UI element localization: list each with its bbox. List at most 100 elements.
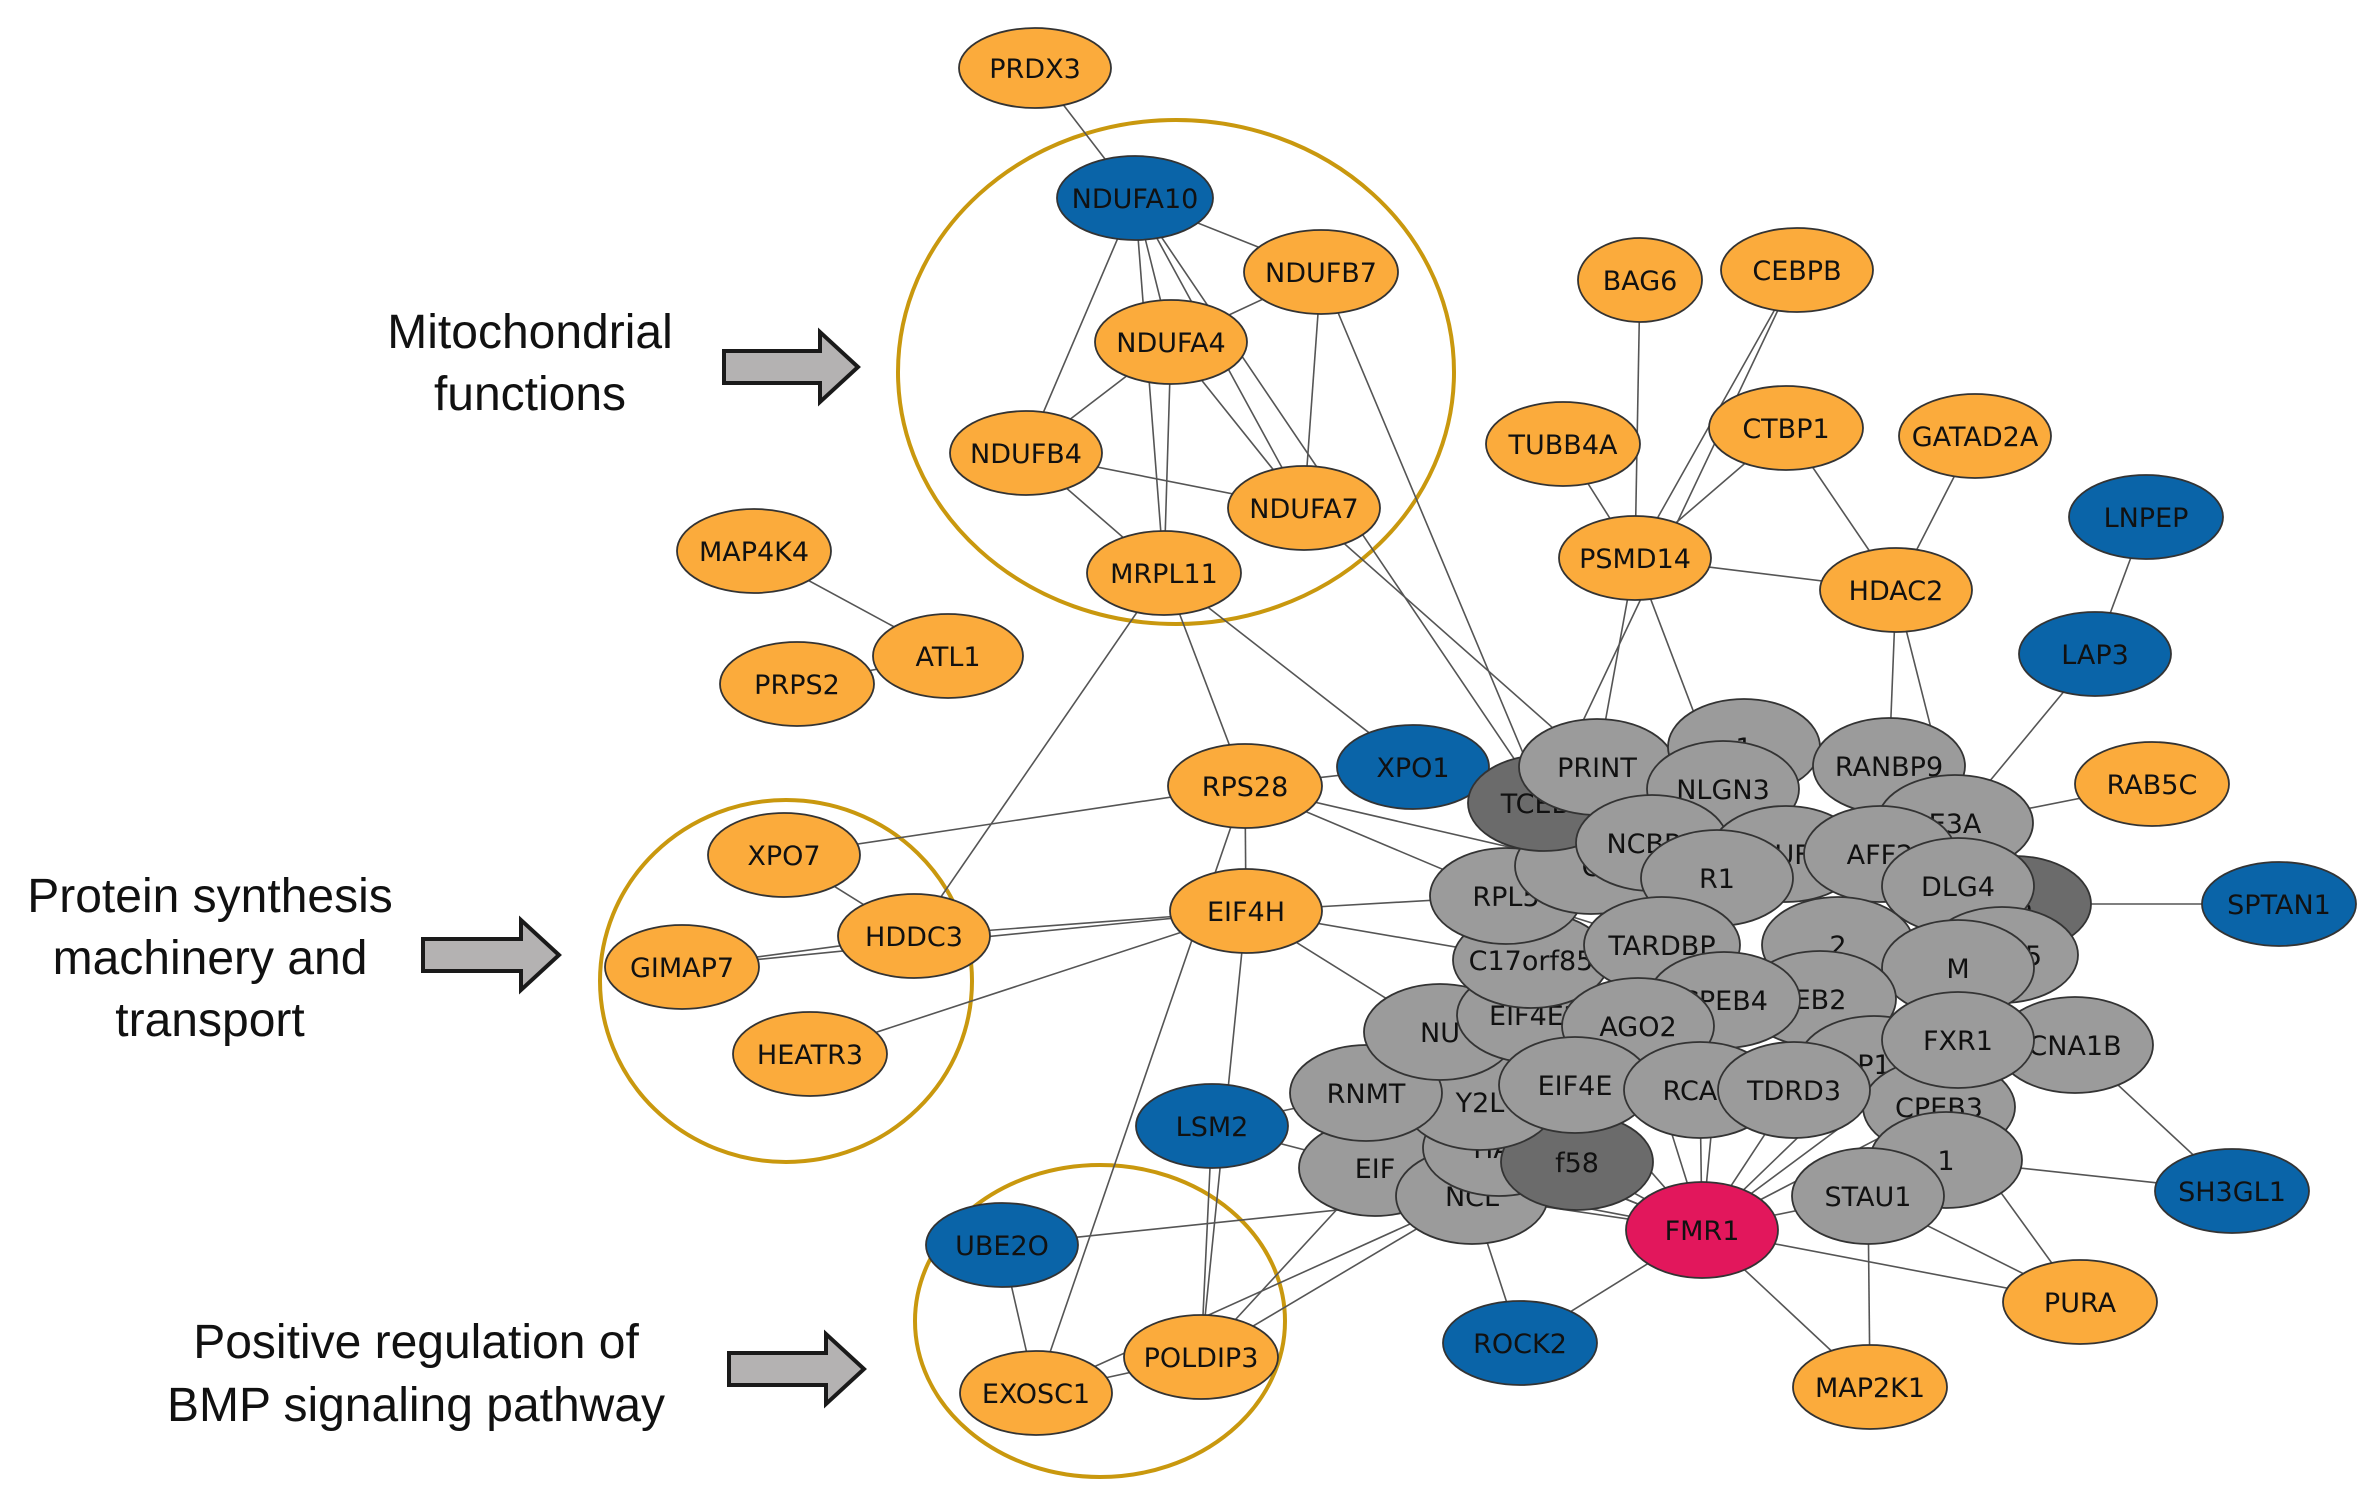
node-ndufb7[interactable]: NDUFB7: [1243, 229, 1399, 315]
node-eif4e[interactable]: EIF4E: [1498, 1036, 1652, 1134]
node-exosc1[interactable]: EXOSC1: [959, 1350, 1113, 1436]
bmp-arrow-icon: [727, 1329, 867, 1409]
node-ndufa7[interactable]: NDUFA7: [1227, 465, 1381, 551]
node-ellipse: [1717, 1041, 1871, 1139]
node-stau1[interactable]: STAU1: [1791, 1147, 1945, 1245]
prot-label-line-1: Protein synthesis: [27, 870, 393, 923]
node-prdx3[interactable]: PRDX3: [958, 27, 1112, 109]
node-ellipse: [958, 27, 1112, 109]
node-ellipse: [2018, 611, 2172, 697]
node-ctbp1[interactable]: CTBP1: [1708, 385, 1864, 471]
node-eif4h[interactable]: EIF4H: [1169, 868, 1323, 954]
node-mrpl11[interactable]: MRPL11: [1086, 530, 1242, 616]
node-pura[interactable]: PURA: [2002, 1259, 2158, 1345]
node-rps28[interactable]: RPS28: [1167, 743, 1323, 829]
node-ndufb4[interactable]: NDUFB4: [949, 410, 1103, 496]
node-ellipse: [2074, 741, 2230, 827]
node-ube2o[interactable]: UBE2O: [925, 1202, 1079, 1288]
node-ellipse: [1123, 1314, 1279, 1400]
node-ellipse: [1720, 227, 1874, 313]
node-ellipse: [1791, 1147, 1945, 1245]
node-ellipse: [1094, 299, 1248, 385]
node-ellipse: [2002, 1259, 2158, 1345]
node-label: EIF4H: [1207, 897, 1285, 928]
prot-label-line-3: transport: [115, 994, 304, 1047]
node-label: SH3GL1: [2178, 1177, 2286, 1208]
node-ndufa4[interactable]: NDUFA4: [1094, 299, 1248, 385]
node-label: ATL1: [915, 642, 980, 673]
node-map4k4[interactable]: MAP4K4: [676, 508, 832, 594]
node-label: CEBPB: [1752, 256, 1841, 287]
node-poldip3[interactable]: POLDIP3: [1123, 1314, 1279, 1400]
node-ellipse: [676, 508, 832, 594]
node-prps2[interactable]: PRPS2: [719, 641, 875, 727]
node-label: SPTAN1: [2227, 890, 2331, 921]
node-m[interactable]: M: [1881, 919, 2035, 1017]
node-ellipse: [1086, 530, 1242, 616]
node-ellipse: [1625, 1181, 1779, 1279]
node-ellipse: [1898, 393, 2052, 479]
node-f58[interactable]: f58: [1500, 1113, 1654, 1211]
node-lnpep[interactable]: LNPEP: [2068, 474, 2224, 560]
node-ellipse: [2154, 1148, 2310, 1234]
node-label: RNMT: [1327, 1079, 1406, 1110]
node-label: PSMD14: [1579, 544, 1691, 575]
node-lsm2[interactable]: LSM2: [1135, 1083, 1289, 1169]
mitochondrial-cluster-circle: [896, 118, 1456, 626]
node-fmr1[interactable]: FMR1: [1625, 1181, 1779, 1279]
node-ellipse: [837, 893, 991, 979]
node-fxr1[interactable]: FXR1: [1881, 991, 2035, 1089]
node-lap3[interactable]: LAP3: [2018, 611, 2172, 697]
node-ellipse: [707, 812, 861, 898]
node-sh3gl1[interactable]: SH3GL1: [2154, 1148, 2310, 1234]
node-rock2[interactable]: ROCK2: [1442, 1300, 1598, 1386]
node-label: C17orf85: [1469, 946, 1594, 977]
node-gimap7[interactable]: GIMAP7: [604, 924, 760, 1010]
node-label: CNA1B: [2028, 1031, 2121, 1062]
node-label: NDUFB4: [970, 439, 1082, 470]
node-sptan1[interactable]: SPTAN1: [2201, 861, 2357, 947]
node-ellipse: [872, 613, 1024, 699]
bmp-cluster-circle: [913, 1163, 1287, 1479]
node-xpo1[interactable]: XPO1: [1336, 724, 1490, 810]
node-psmd14[interactable]: PSMD14: [1558, 515, 1712, 601]
node-ellipse: [1336, 724, 1490, 810]
node-hddc3[interactable]: HDDC3: [837, 893, 991, 979]
edge-heatr3-eif4h: [809, 910, 1247, 1055]
node-label: MAP2K1: [1815, 1373, 1925, 1404]
node-label: NDUFA10: [1072, 184, 1199, 215]
node-gatad2a[interactable]: GATAD2A: [1898, 393, 2052, 479]
node-atl1[interactable]: ATL1: [872, 613, 1024, 699]
node-label: NDUFA7: [1249, 494, 1358, 525]
node-label: DLG4: [1921, 872, 1995, 903]
node-map2k1[interactable]: MAP2K1: [1792, 1344, 1948, 1430]
node-cna1b[interactable]: CNA1B: [1996, 996, 2154, 1094]
node-ellipse: [1135, 1083, 1289, 1169]
edge-exosc1-ncl: [1035, 1195, 1473, 1394]
node-label: PRPS2: [754, 670, 840, 701]
node-label: NDUFB7: [1265, 258, 1377, 289]
node-tdrd3[interactable]: TDRD3: [1717, 1041, 1871, 1139]
node-heatr3[interactable]: HEATR3: [732, 1011, 888, 1097]
node-label: EIF4E: [1538, 1071, 1613, 1102]
edge-ndufb7-tceb2: [1320, 271, 1545, 804]
node-ellipse: [719, 641, 875, 727]
node-ellipse: [1056, 155, 1214, 241]
node-ellipse: [1558, 515, 1712, 601]
node-label: NLGN3: [1676, 775, 1770, 806]
edge-ndufa7-print: [1303, 507, 1598, 768]
node-ellipse: [1227, 465, 1381, 551]
node-label: HDAC2: [1849, 576, 1944, 607]
node-label: LSM2: [1176, 1112, 1249, 1143]
node-tubb4a[interactable]: TUBB4A: [1485, 401, 1641, 487]
node-cebpb[interactable]: CEBPB: [1720, 227, 1874, 313]
node-rab5c[interactable]: RAB5C: [2074, 741, 2230, 827]
node-label: CTBP1: [1742, 414, 1829, 445]
node-ellipse: [925, 1202, 1079, 1288]
node-hdac2[interactable]: HDAC2: [1819, 547, 1973, 633]
node-bag6[interactable]: BAG6: [1577, 237, 1703, 323]
edge-ndufa10-ndufb4: [1025, 197, 1136, 454]
node-xpo7[interactable]: XPO7: [707, 812, 861, 898]
node-ndufa10[interactable]: NDUFA10: [1056, 155, 1214, 241]
node-label: LNPEP: [2104, 503, 2189, 534]
